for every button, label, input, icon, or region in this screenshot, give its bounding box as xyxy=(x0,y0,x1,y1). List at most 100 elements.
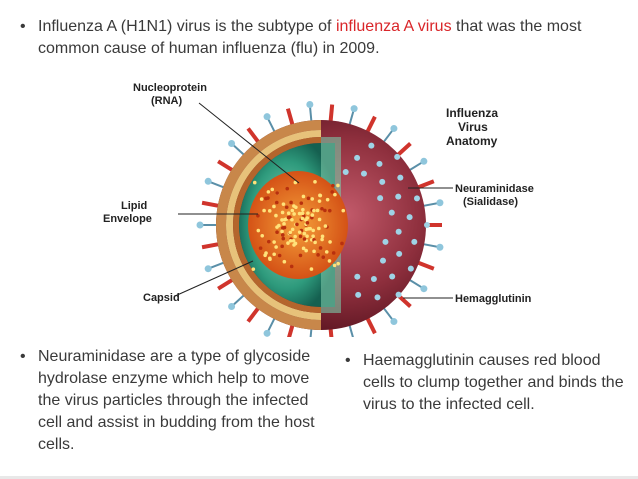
rna-bead xyxy=(282,259,287,264)
hemagglutinin-spike xyxy=(416,260,435,271)
surface-protein-dot xyxy=(354,154,361,161)
rna-bead xyxy=(270,187,275,192)
rna-bead xyxy=(291,238,296,243)
rna-bead xyxy=(297,211,302,216)
rna-bead xyxy=(286,215,291,220)
rna-bead xyxy=(312,249,316,254)
rna-bead xyxy=(281,236,286,241)
rna-bead xyxy=(317,217,322,222)
intro-bullet-text: Influenza A (H1N1) virus is the subtype … xyxy=(38,16,620,60)
rna-bead xyxy=(340,241,344,246)
rna-bead xyxy=(311,228,316,233)
surface-protein-dot xyxy=(342,169,349,176)
rna-bead xyxy=(272,240,276,244)
rna-bead xyxy=(306,211,310,215)
neuraminidase-spike xyxy=(382,124,398,144)
rna-bead xyxy=(280,210,285,215)
rna-bead xyxy=(292,243,296,247)
rna-bead xyxy=(313,240,317,245)
neuraminidase-spike xyxy=(309,327,313,337)
rna-bead xyxy=(311,234,315,238)
hemagglutinin-spike xyxy=(365,316,377,335)
nucleoprotein-sublabel: (RNA) xyxy=(151,95,182,107)
surface-protein-dot xyxy=(354,273,361,280)
surface-protein-dot xyxy=(376,160,383,167)
surface-protein-dot xyxy=(388,209,395,216)
rna-bead xyxy=(336,183,340,188)
rna-bead xyxy=(256,228,261,233)
rna-bead xyxy=(281,202,286,206)
figure-title-line2: Virus xyxy=(458,120,488,134)
rna-bead xyxy=(324,250,329,254)
hemagglutinin-spike xyxy=(201,241,221,250)
rna-bead xyxy=(301,207,305,212)
rna-bead xyxy=(313,180,317,184)
rna-bead xyxy=(317,226,321,231)
hemagglutinin-spike xyxy=(217,159,235,173)
surface-protein-dot xyxy=(377,195,384,202)
rna-bead xyxy=(280,244,284,249)
neuraminidase-spike xyxy=(382,306,398,326)
surface-protein-dot xyxy=(379,257,386,264)
rna-bead xyxy=(333,192,337,197)
rna-bead xyxy=(286,211,291,216)
haemagglutinin-bullet: • Haemagglutinin causes red blood cells … xyxy=(345,350,625,416)
rna-bead xyxy=(320,234,325,239)
rna-bead xyxy=(318,246,323,250)
rna-bead xyxy=(330,190,334,194)
nucleoprotein-label: Nucleoprotein xyxy=(133,82,207,94)
surface-protein-dot xyxy=(355,291,362,298)
rna-bead xyxy=(258,246,263,250)
surface-protein-dot xyxy=(395,228,402,235)
rna-bead xyxy=(320,237,324,242)
neuraminidase-spike xyxy=(196,221,218,229)
rna-bead xyxy=(282,217,287,222)
neuraminidase-spike xyxy=(348,105,358,127)
haemagglutinin-bullet-text: Haemagglutinin causes red blood cells to… xyxy=(363,352,624,413)
surface-protein-dot xyxy=(379,178,386,185)
rna-bead xyxy=(288,239,293,243)
lipid-label: Lipid xyxy=(121,200,147,212)
rna-bead xyxy=(328,240,332,244)
virus-anatomy-figure: Nucleoprotein (RNA) Influenza Virus Anat… xyxy=(103,75,548,337)
surface-protein-dot xyxy=(394,153,401,160)
bullet-marker: • xyxy=(345,352,351,369)
rna-bead xyxy=(317,199,322,203)
rna-bead xyxy=(280,233,285,237)
figure-title-line1: Influenza xyxy=(446,106,498,120)
rna-bead xyxy=(282,222,286,226)
surface-protein-dot xyxy=(397,174,404,181)
rna-bead xyxy=(281,226,285,230)
influenza-a-link-text: influenza A virus xyxy=(335,18,452,35)
surface-spikes xyxy=(196,101,444,337)
virus-anatomy-diagram: Nucleoprotein (RNA) Influenza Virus Anat… xyxy=(103,82,534,337)
rna-bead xyxy=(290,217,294,222)
surface-protein-dot xyxy=(389,273,396,280)
neuraminidase-spike xyxy=(204,177,226,189)
leader-lines xyxy=(174,102,453,299)
rna-bead xyxy=(272,252,276,257)
rna-bead xyxy=(256,213,260,218)
bullet-marker: • xyxy=(20,348,26,365)
rna-bead xyxy=(284,205,289,210)
surface-protein-dot xyxy=(370,276,377,283)
capsid-label: Capsid xyxy=(143,292,180,304)
rna-bead xyxy=(260,233,265,238)
surface-protein-dot xyxy=(413,195,420,202)
rna-bead xyxy=(300,216,305,221)
rna-bead xyxy=(295,222,299,227)
figure-title-line3: Anatomy xyxy=(446,134,498,148)
rna-bead xyxy=(301,246,306,251)
rna-bead xyxy=(310,213,315,217)
rna-bead xyxy=(267,209,272,213)
surface-protein-dot xyxy=(374,294,381,301)
rna-strands xyxy=(251,180,346,271)
rna-bead xyxy=(252,180,257,185)
rna-bead xyxy=(275,191,280,195)
rna-bead xyxy=(266,190,271,194)
hemagglutinin-spike xyxy=(246,127,261,145)
rna-bead xyxy=(275,230,279,235)
rna-bead xyxy=(325,197,330,202)
rna-bead xyxy=(251,267,256,271)
rna-bead xyxy=(263,253,267,258)
